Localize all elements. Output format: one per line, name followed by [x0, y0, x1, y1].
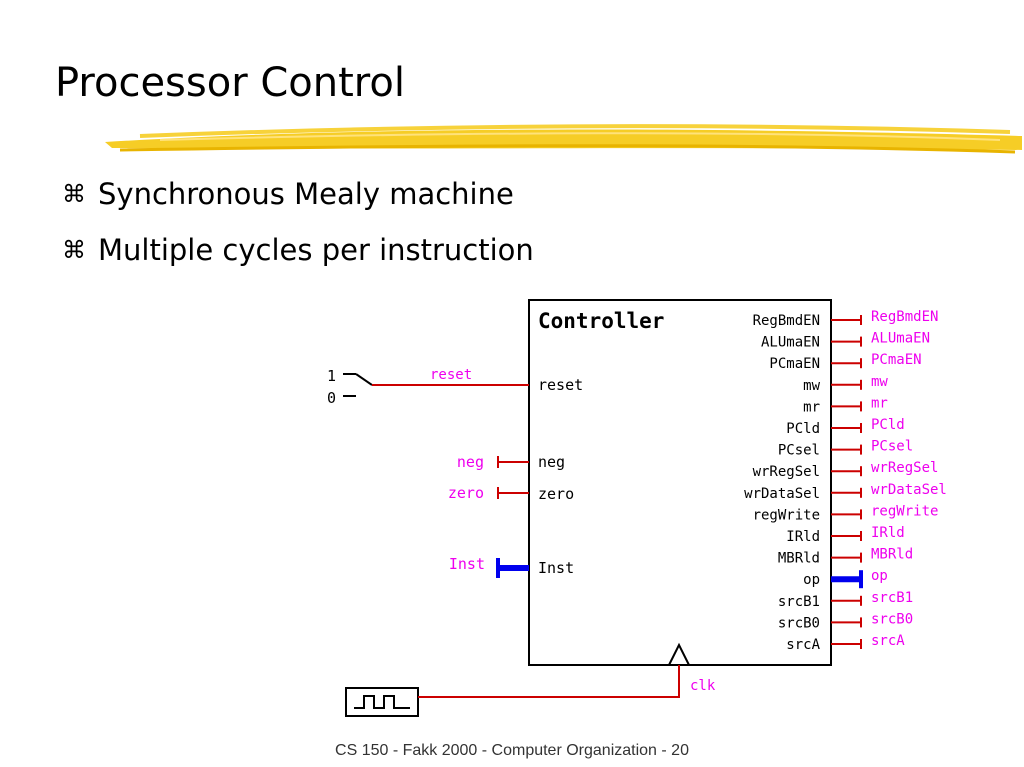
input-port-reset: reset	[538, 376, 583, 394]
output-port-pcld: PCld	[786, 421, 820, 437]
input-label-zero: zero	[448, 484, 484, 502]
output-port-srcb1: srcB1	[778, 594, 820, 610]
clock-wire	[418, 665, 680, 698]
bullet-text: Multiple cycles per instruction	[98, 233, 534, 267]
bullet-list: ⌘ Synchronous Mealy machine ⌘ Multiple c…	[62, 166, 534, 278]
output-signals: RegBmdEN RegBmdEN ALUmaEN ALUmaEN PCmaEN PCma…	[744, 309, 947, 653]
command-key-bullet-icon: ⌘	[62, 236, 86, 264]
input-port-zero: zero	[538, 485, 574, 503]
switch-label-zero: 0	[327, 389, 336, 407]
output-label-regwrite: regWrite	[871, 503, 938, 519]
output-label-mbrld: MBRld	[871, 547, 913, 563]
output-port-mr: mr	[803, 399, 820, 415]
output-port-wrregsel: wrRegSel	[753, 464, 820, 480]
output-label-irld: IRld	[871, 525, 905, 541]
output-label-pcld: PCld	[871, 417, 905, 433]
output-port-srca: srcA	[786, 637, 820, 653]
clock-generator-box	[345, 687, 419, 717]
input-label-neg: neg	[457, 453, 484, 471]
output-port-irld: IRld	[786, 529, 820, 545]
output-label-pcmaen: PCmaEN	[871, 352, 922, 368]
slide-title: Processor Control	[55, 60, 405, 106]
clock-label: clk	[690, 678, 716, 694]
output-port-op: op	[803, 572, 820, 588]
output-label-op: op	[871, 568, 888, 584]
output-port-regwrite: regWrite	[753, 507, 820, 523]
output-label-srcb1: srcB1	[871, 590, 913, 606]
output-port-pcmaen: PCmaEN	[769, 356, 820, 372]
output-label-wrregsel: wrRegSel	[871, 460, 938, 476]
output-port-mw: mw	[803, 378, 820, 394]
output-label-mw: mw	[871, 374, 888, 390]
output-port-pcsel: PCsel	[778, 443, 820, 459]
output-label-regbmden: RegBmdEN	[871, 309, 938, 325]
bullet-text: Synchronous Mealy machine	[98, 177, 514, 211]
output-port-srcb0: srcB0	[778, 615, 820, 631]
output-label-mr: mr	[871, 395, 888, 411]
clock-input-triangle	[668, 642, 690, 666]
input-port-neg: neg	[538, 453, 565, 471]
output-port-alumaen: ALUmaEN	[761, 335, 820, 351]
output-label-alumaen: ALUmaEN	[871, 331, 930, 347]
output-label-wrdatasel: wrDataSel	[871, 482, 947, 498]
reset-switch-icon	[343, 373, 373, 397]
output-label-srcb0: srcB0	[871, 611, 913, 627]
yellow-brush-stroke	[105, 124, 1022, 154]
output-port-wrdatasel: wrDataSel	[744, 486, 820, 502]
output-label-srca: srcA	[871, 633, 905, 649]
bullet-item: ⌘ Synchronous Mealy machine	[62, 166, 534, 222]
bullet-item: ⌘ Multiple cycles per instruction	[62, 222, 534, 278]
command-key-bullet-icon: ⌘	[62, 180, 86, 208]
input-label-inst: Inst	[449, 555, 485, 573]
controller-box	[528, 299, 832, 666]
output-label-pcsel: PCsel	[871, 439, 913, 455]
output-port-mbrld: MBRld	[778, 551, 820, 567]
output-port-regbmden: RegBmdEN	[753, 313, 820, 329]
input-port-inst: Inst	[538, 559, 574, 577]
square-wave-icon	[354, 695, 410, 709]
slide-footer: CS 150 - Fakk 2000 - Computer Organizati…	[335, 742, 689, 759]
controller-title: Controller	[538, 309, 664, 333]
input-label-reset: reset	[430, 367, 472, 383]
switch-label-one: 1	[327, 367, 336, 385]
